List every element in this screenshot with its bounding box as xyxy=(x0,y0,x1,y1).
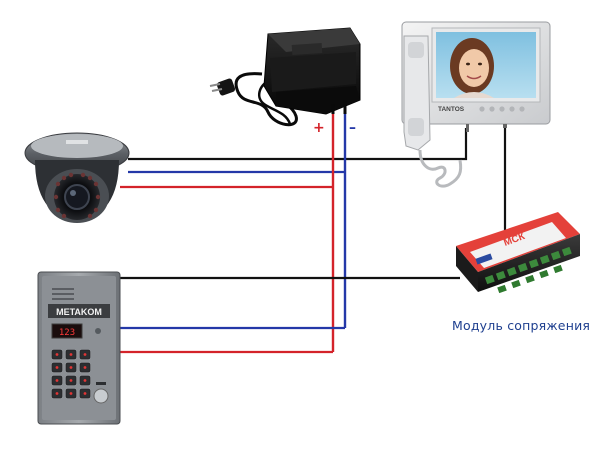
monitor-brand: TANTOS xyxy=(438,106,465,113)
wires xyxy=(120,112,507,354)
video-monitor: TANTOS xyxy=(401,21,551,188)
polarity-plus-label: + xyxy=(313,120,325,136)
panel-brand: METAKOM xyxy=(56,307,102,317)
module-terminals xyxy=(484,246,572,285)
camera-ir-leds xyxy=(53,172,101,219)
dome-camera xyxy=(24,132,130,223)
monitor-handset xyxy=(403,35,431,151)
panel-display xyxy=(51,323,83,339)
monitor-buttons xyxy=(479,106,525,112)
interface-module: МСК xyxy=(456,212,580,294)
panel-display-digits: 123 xyxy=(59,328,75,338)
camera-brand-plate xyxy=(66,140,88,144)
handset-coiled-cord xyxy=(418,149,463,188)
panel-speaker-grille xyxy=(52,288,74,300)
panel-keypad xyxy=(51,349,91,399)
monitor-face-image xyxy=(450,38,494,98)
panel-key-reader xyxy=(93,388,109,404)
power-supply xyxy=(209,27,361,127)
camera-black-wire xyxy=(128,128,468,161)
psu-plug xyxy=(216,78,236,96)
polarity-minus-label: – xyxy=(349,120,356,136)
door-panel: METAKOM 123 xyxy=(37,271,121,425)
module-caption: Модуль сопряжения xyxy=(452,318,591,333)
